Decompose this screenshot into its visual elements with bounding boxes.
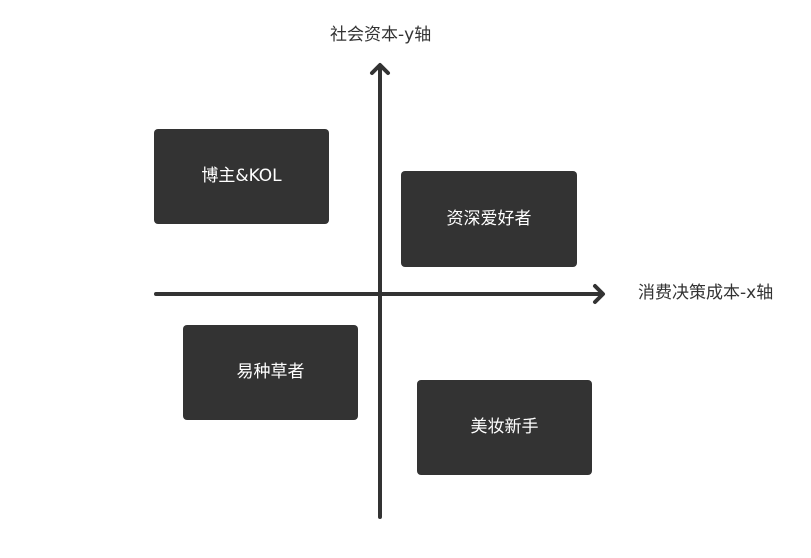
x-axis-label: 消费决策成本-x轴: [638, 283, 774, 303]
quadrant-box-makeup-beginners: 美妆新手: [417, 380, 592, 475]
quadrant-box-experienced-enthusiasts: 资深爱好者: [401, 171, 577, 267]
quadrant-box-bloggers-kol: 博主&KOL: [154, 129, 329, 224]
y-axis-arrowhead: [370, 63, 390, 75]
quadrant-label: 美妆新手: [470, 417, 539, 437]
quadrant-box-easily-influenced: 易种草者: [183, 325, 358, 420]
quadrant-label: 易种草者: [236, 362, 305, 382]
quadrant-label: 博主&KOL: [201, 166, 282, 186]
quadrant-label: 资深爱好者: [446, 208, 532, 229]
y-axis-label: 社会资本-y轴: [330, 25, 432, 45]
x-axis-arrowhead: [593, 284, 605, 304]
